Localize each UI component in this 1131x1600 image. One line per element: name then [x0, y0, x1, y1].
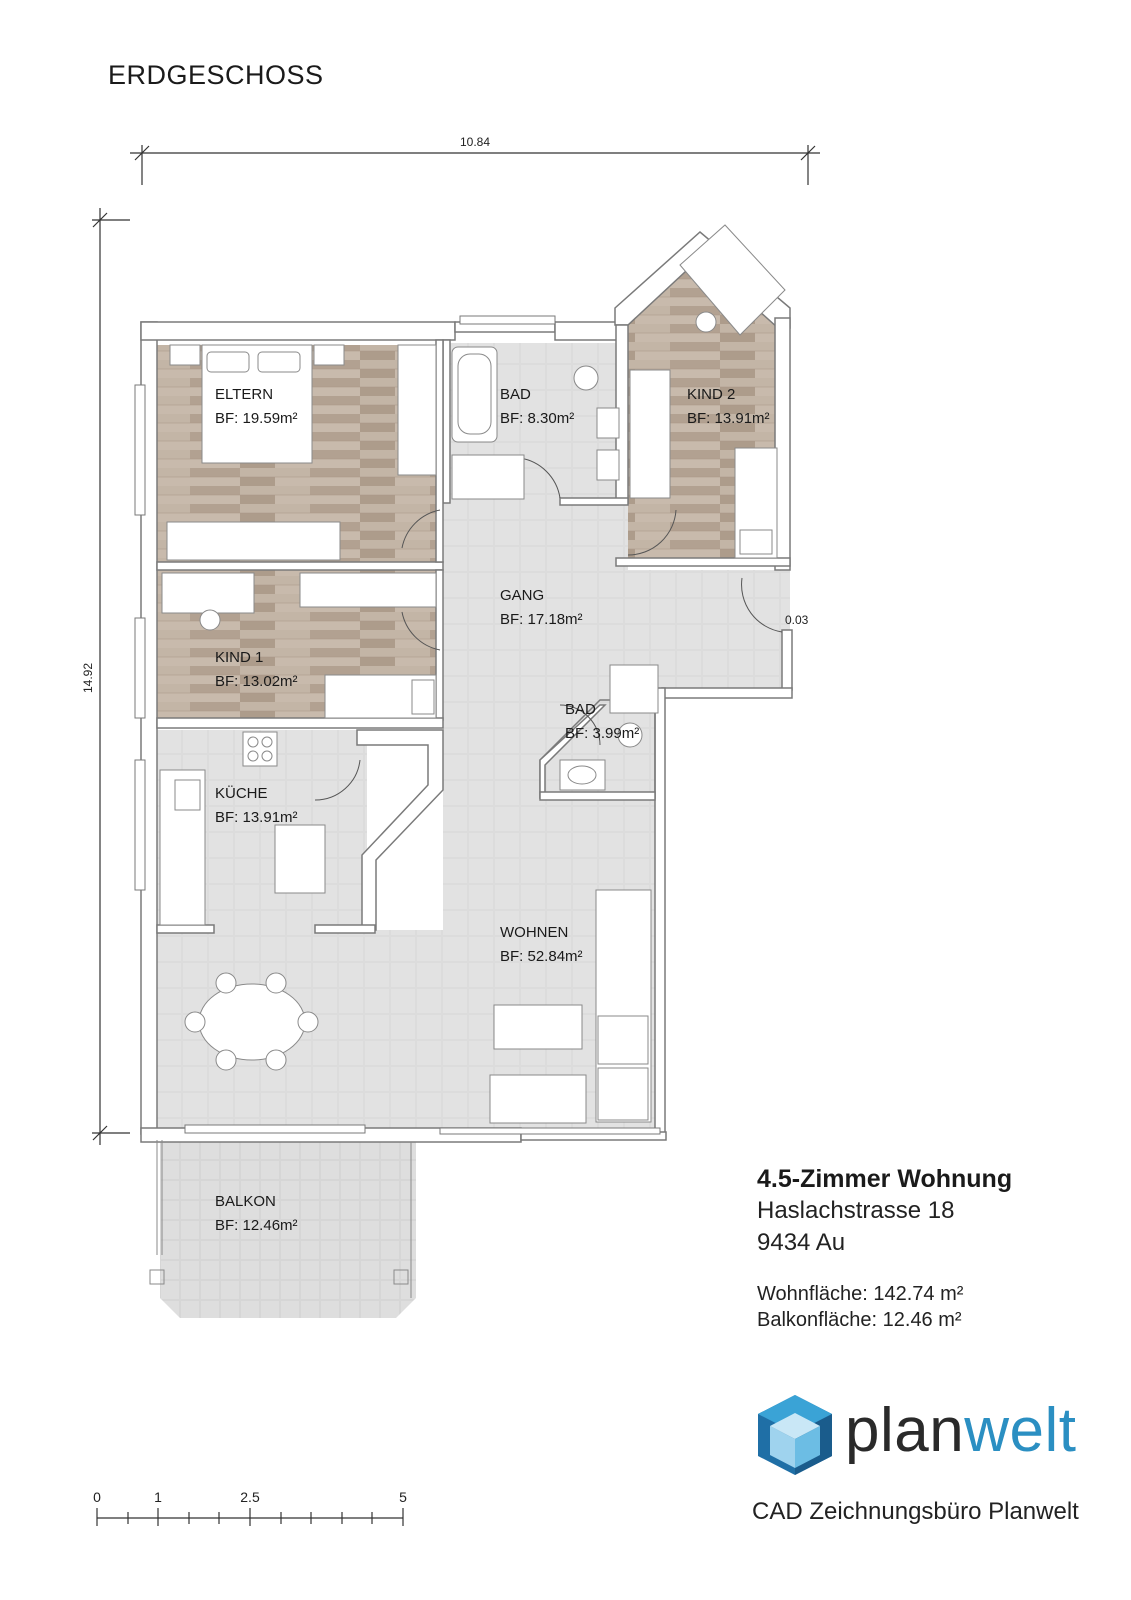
room-name-kind1: KIND 1	[215, 649, 263, 666]
scale-labels: 0 1 2.5 5	[93, 1489, 407, 1505]
desk-eltern	[166, 521, 341, 561]
room-area-kueche: BF: 13.91m²	[215, 809, 298, 826]
room-area-eltern: BF: 19.59m²	[215, 410, 298, 427]
room-area-gang: BF: 17.18m²	[500, 611, 583, 628]
scale-tick-2: 2.5	[240, 1489, 260, 1505]
apartment-info: 4.5-Zimmer Wohnung Haslachstrasse 18 943…	[757, 1163, 1012, 1333]
address-city: 9434 Au	[757, 1229, 846, 1256]
room-name-bad: BAD	[500, 386, 531, 403]
room-labels: ELTERN BF: 19.59m² BAD BF: 8.30m² KIND 2…	[215, 386, 770, 1234]
furniture	[159, 224, 786, 1124]
shower	[451, 454, 525, 500]
floor-title: ERDGESCHOSS	[108, 60, 324, 90]
scale-tick-1: 1	[154, 1489, 162, 1505]
room-area-kind1: BF: 13.02m²	[215, 673, 298, 690]
cube-logo-icon	[758, 1395, 832, 1475]
logo-text-plan: plan	[845, 1396, 965, 1465]
wardrobe-eltern	[397, 344, 437, 476]
company-name: CAD Zeichnungsbüro Planwelt	[752, 1498, 1079, 1525]
apartment-type: 4.5-Zimmer Wohnung	[757, 1165, 1013, 1193]
room-name-gang: GANG	[500, 587, 544, 604]
windows	[134, 315, 661, 1135]
wardrobe-kind2	[629, 369, 671, 499]
room-area-bad: BF: 8.30m²	[500, 410, 574, 427]
address-street: Haslachstrasse 18	[757, 1197, 955, 1224]
floor-balkon	[160, 1132, 416, 1318]
room-name-wohnen: WOHNEN	[500, 924, 568, 941]
balcony-area: Balkonfläche: 12.46 m²	[757, 1309, 962, 1331]
room-name-bad-small: BAD	[565, 701, 596, 718]
balcony-edge	[149, 1140, 412, 1298]
planwelt-logo: planwelt	[752, 1392, 1092, 1482]
wardrobe-kind1	[299, 572, 437, 608]
scale-tick-0: 0	[93, 1489, 101, 1505]
room-area-bad-small: BF: 3.99m²	[565, 725, 639, 742]
room-name-balkon: BALKON	[215, 1193, 276, 1210]
room-area-kind2: BF: 13.91m²	[687, 410, 770, 427]
scale-tick-3: 5	[399, 1489, 407, 1505]
dimension-small-label: 0.03	[785, 613, 809, 627]
kitchen-island	[274, 824, 326, 894]
logo-wordmark: planwelt	[845, 1400, 1076, 1462]
scale-bar	[96, 1508, 404, 1526]
stove	[242, 731, 278, 767]
room-name-eltern: ELTERN	[215, 386, 273, 403]
sofa-horizontal	[489, 1074, 587, 1124]
logo-text-welt: welt	[964, 1396, 1077, 1465]
shower-small	[609, 664, 659, 714]
walls	[140, 231, 793, 1143]
room-name-kind2: KIND 2	[687, 386, 735, 403]
dining-table	[198, 983, 306, 1061]
room-area-wohnen: BF: 52.84m²	[500, 948, 583, 965]
kitchen-sink	[174, 779, 201, 811]
dimension-width-label: 10.84	[460, 135, 490, 149]
living-area: Wohnfläche: 142.74 m²	[757, 1283, 964, 1305]
room-name-kueche: KÜCHE	[215, 784, 268, 802]
toilet-small	[617, 722, 643, 748]
toilet-bad	[573, 365, 599, 391]
dimension-height-label: 14.92	[81, 663, 95, 693]
desk-kind1	[161, 572, 255, 614]
room-area-balkon: BF: 12.46m²	[215, 1217, 298, 1234]
door-swings	[314, 457, 783, 801]
dimension-width	[130, 145, 820, 185]
dimension-height	[92, 208, 130, 1145]
coffee-table	[493, 1004, 583, 1050]
desk-kind2	[679, 224, 786, 336]
